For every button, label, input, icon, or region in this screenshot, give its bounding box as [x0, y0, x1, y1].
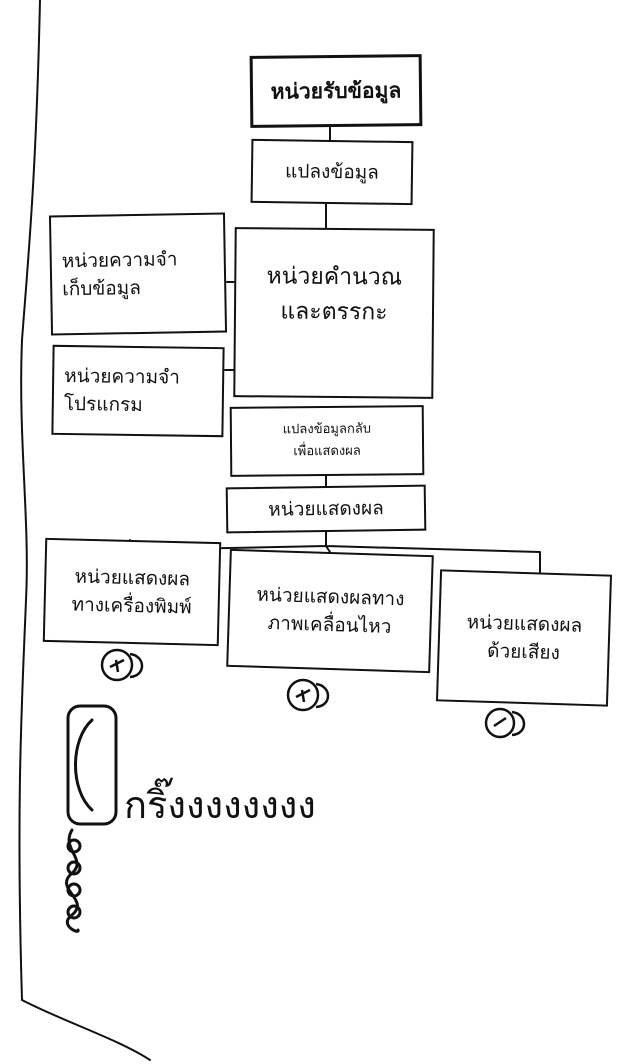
- convert-back-label-line1: แปลงข้อมูลกลับ: [283, 419, 371, 442]
- memory-program-box: หน่วยความจำ โปรแกรม: [51, 345, 224, 437]
- convert-back-box: แปลงข้อมูลกลับ เพื่อแสดงผล: [230, 405, 425, 477]
- memory-data-label-line1: หน่วยความจำ: [62, 245, 178, 276]
- output-sound-label-line2: ด้วยเสียง: [487, 637, 561, 668]
- alu-label-line1: หน่วยคำนวณ: [266, 259, 402, 295]
- phone-ring-text: กริ๊งงงงงงงง: [124, 774, 316, 835]
- output-printer-label-line2: ทางเครื่องพิมพ์: [71, 591, 192, 622]
- convert-data-box: แปลงข้อมูล: [251, 139, 414, 205]
- output-unit-box: หน่วยแสดงผล: [226, 485, 427, 534]
- ear-icon-sound: [486, 709, 524, 737]
- output-motion-box: หน่วยแสดงผลทาง ภาพเคลื่อนไหว: [226, 549, 434, 673]
- memory-program-label-line2: โปรแกรม: [64, 390, 143, 420]
- ear-icon-motion: [288, 680, 328, 710]
- memory-data-box: หน่วยความจำ เก็บข้อมูล: [49, 212, 227, 335]
- memory-program-label-line1: หน่วยความจำ: [64, 361, 180, 391]
- output-motion-label-line1: หน่วยแสดงผลทาง: [256, 580, 405, 613]
- output-motion-label-line2: ภาพเคลื่อนไหว: [267, 609, 392, 641]
- input-unit-box: หน่วยรับข้อมูล: [250, 54, 423, 128]
- page-edge-line: [19, 0, 150, 1060]
- convert-data-label: แปลงข้อมูล: [285, 157, 379, 187]
- output-printer-box: หน่วยแสดงผล ทางเครื่องพิมพ์: [43, 538, 221, 646]
- ear-icon-printer: [102, 650, 142, 680]
- output-sound-box: หน่วยแสดงผล ด้วยเสียง: [436, 569, 612, 706]
- output-printer-label-line1: หน่วยแสดงผล: [74, 562, 190, 593]
- convert-back-label-line2: เพื่อแสดงผล: [293, 441, 361, 464]
- output-sound-label-line1: หน่วยแสดงผล: [466, 608, 582, 640]
- alu-label-line2: และตรรกะ: [280, 294, 388, 329]
- memory-data-label-line2: เก็บข้อมูล: [62, 274, 141, 304]
- input-unit-label: หน่วยรับข้อมูล: [271, 75, 402, 108]
- telephone-icon: [67, 706, 116, 931]
- output-unit-label: หน่วยแสดงผล: [268, 494, 384, 524]
- alu-box: หน่วยคำนวณ และตรรกะ: [233, 227, 434, 399]
